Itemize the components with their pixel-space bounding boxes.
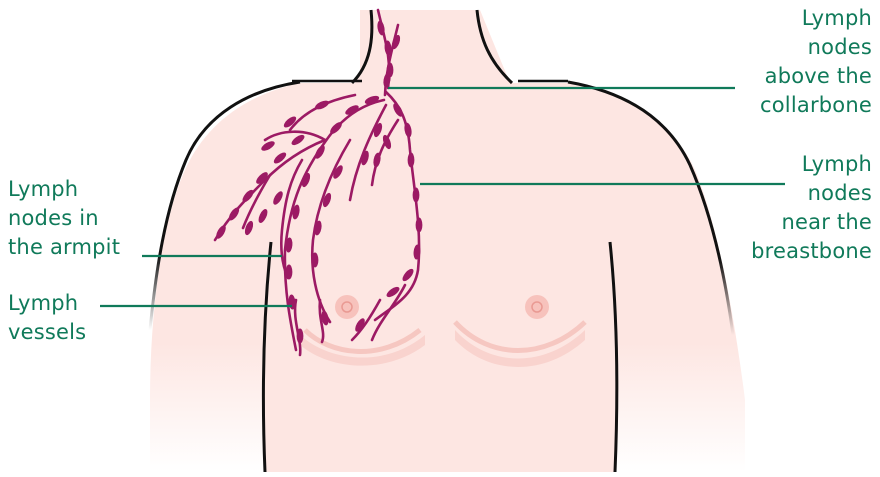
lymph-node <box>297 329 304 344</box>
label-line: nodes <box>751 179 872 208</box>
nipple-right <box>525 295 549 319</box>
label-line: collarbone <box>760 91 872 120</box>
label-line: vessels <box>8 318 86 347</box>
torso-skin <box>263 245 617 472</box>
label-line: near the <box>751 208 872 237</box>
label-line: Lymph <box>8 289 86 318</box>
lymph-node <box>408 153 415 168</box>
label-line: Lymph <box>760 4 872 33</box>
label-line: Lymph <box>751 150 872 179</box>
label-line: the armpit <box>8 233 120 262</box>
lymph-node <box>286 265 293 280</box>
nipple-left <box>335 295 359 319</box>
label-line: nodes <box>760 33 872 62</box>
label-line: above the <box>760 62 872 91</box>
label-line: breastbone <box>751 237 872 266</box>
lymph-node <box>312 253 319 268</box>
lymph-node <box>413 188 420 203</box>
lymph-node <box>416 218 423 233</box>
label-line: Lymph <box>8 175 120 204</box>
label-line: nodes in <box>8 204 120 233</box>
